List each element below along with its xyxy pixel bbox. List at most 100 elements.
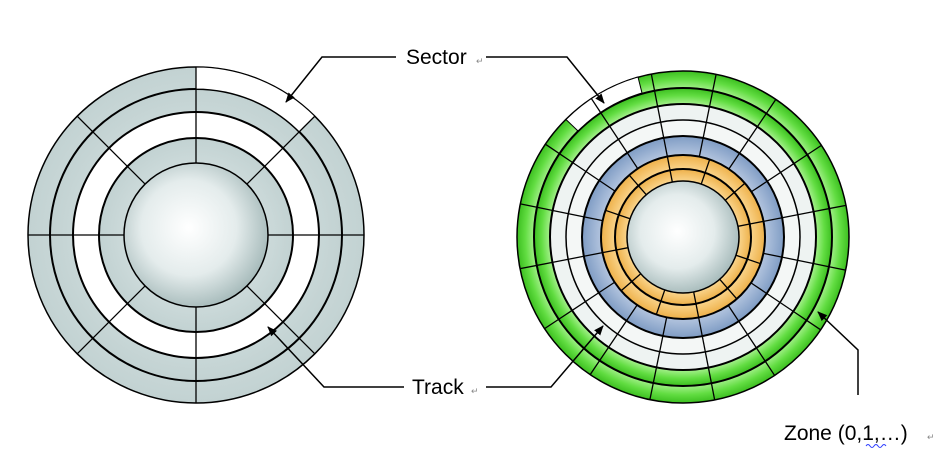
track-leader-right bbox=[486, 325, 604, 388]
sector-divider bbox=[766, 163, 795, 182]
sector-divider bbox=[626, 152, 639, 169]
sector-divider bbox=[559, 153, 574, 164]
sector-divider bbox=[571, 292, 600, 311]
zone-callout bbox=[817, 311, 859, 395]
sector-divider bbox=[536, 206, 553, 212]
track-label: Track bbox=[412, 376, 464, 399]
sector-divider bbox=[637, 185, 647, 196]
sector-divider bbox=[712, 74, 717, 92]
sector-divider bbox=[708, 90, 714, 107]
sector-divider bbox=[669, 170, 673, 183]
sector-divider bbox=[738, 320, 757, 349]
sector-divider bbox=[589, 360, 601, 375]
zoned-disk bbox=[516, 70, 850, 404]
sector-dividers bbox=[28, 67, 364, 403]
sector-divider bbox=[663, 137, 668, 157]
sector-divider bbox=[793, 154, 808, 165]
sector-divider bbox=[649, 382, 654, 400]
sector-divider bbox=[781, 256, 814, 265]
sector-divider bbox=[76, 285, 146, 355]
sector-divider bbox=[701, 336, 710, 368]
sector-divider bbox=[558, 309, 573, 320]
sector-divider bbox=[620, 281, 633, 292]
sector-callout bbox=[285, 56, 605, 104]
sector-divider bbox=[545, 143, 560, 155]
sector-divider bbox=[813, 207, 830, 213]
sector-divider bbox=[616, 247, 629, 251]
sector-divider bbox=[628, 174, 639, 187]
sector-divider bbox=[806, 319, 821, 331]
sector-divider bbox=[698, 137, 704, 157]
sector-divider bbox=[806, 144, 822, 156]
sector-divider bbox=[828, 266, 846, 271]
sector-divider bbox=[695, 303, 700, 318]
sector-divider bbox=[747, 258, 761, 265]
sector-divider bbox=[755, 347, 766, 362]
sector-divider bbox=[738, 126, 758, 154]
sector-divider bbox=[544, 318, 560, 330]
sector-divider bbox=[655, 301, 662, 315]
sector-divider bbox=[650, 73, 656, 91]
sector-divider bbox=[700, 172, 706, 185]
sector-divider bbox=[666, 156, 671, 171]
sector-divider bbox=[660, 289, 666, 302]
sector-divider bbox=[519, 264, 537, 270]
sector-divider bbox=[652, 367, 658, 384]
sector-divider bbox=[572, 162, 600, 182]
sector-divider bbox=[552, 255, 584, 264]
zone-leader bbox=[817, 311, 859, 395]
sector-divider bbox=[655, 335, 664, 368]
highlighted-sector bbox=[565, 76, 643, 132]
sector-divider bbox=[733, 182, 746, 193]
sector-divider bbox=[719, 278, 729, 289]
sector-divider bbox=[727, 305, 740, 322]
sector-divider bbox=[749, 220, 764, 225]
sector-dividers bbox=[519, 73, 847, 401]
sector-label: Sector bbox=[406, 46, 467, 69]
track-leader-left bbox=[267, 326, 404, 388]
sector-leader-left bbox=[285, 56, 396, 103]
sector-divider bbox=[704, 159, 711, 173]
sector-divider bbox=[750, 282, 768, 295]
sector-divider bbox=[728, 152, 741, 170]
sector-divider bbox=[605, 209, 619, 216]
sector-divider bbox=[618, 214, 631, 220]
sector-divider bbox=[598, 281, 615, 294]
sector-divider bbox=[813, 262, 830, 268]
zone-label: Zone (0,1,…) bbox=[784, 422, 908, 445]
sector-divider bbox=[653, 90, 659, 107]
sector-divider bbox=[246, 115, 316, 185]
hub bbox=[626, 180, 740, 294]
sector-divider bbox=[520, 203, 538, 208]
sector-divider bbox=[727, 287, 738, 300]
sector-divider bbox=[829, 204, 847, 210]
sector-divider bbox=[590, 98, 602, 114]
sector-leader-right bbox=[486, 56, 605, 104]
sector-divider bbox=[600, 112, 611, 127]
sector-divider bbox=[702, 106, 711, 139]
sector-divider bbox=[763, 252, 783, 258]
sector-divider bbox=[536, 261, 553, 267]
sector-divider bbox=[656, 106, 665, 138]
sector-divider bbox=[724, 191, 735, 201]
sector-divider bbox=[246, 285, 316, 355]
sector-divider bbox=[631, 273, 642, 283]
sector-divider bbox=[609, 125, 628, 154]
sector-divider bbox=[792, 310, 807, 321]
sector-divider bbox=[698, 317, 703, 337]
sector-divider bbox=[662, 317, 668, 337]
sector-divider bbox=[710, 383, 716, 401]
sector-divider bbox=[76, 115, 146, 185]
sector-divider bbox=[765, 99, 777, 114]
uniform-disk bbox=[27, 66, 365, 404]
sector-divider bbox=[598, 179, 616, 192]
sector-divider bbox=[599, 346, 610, 361]
sector-divider bbox=[764, 360, 776, 376]
hub bbox=[123, 162, 269, 308]
sector-divider bbox=[552, 209, 585, 218]
sector-divider bbox=[693, 291, 697, 304]
sector-divider bbox=[751, 180, 768, 193]
sector-divider bbox=[602, 249, 617, 254]
sector-divider bbox=[625, 304, 638, 322]
